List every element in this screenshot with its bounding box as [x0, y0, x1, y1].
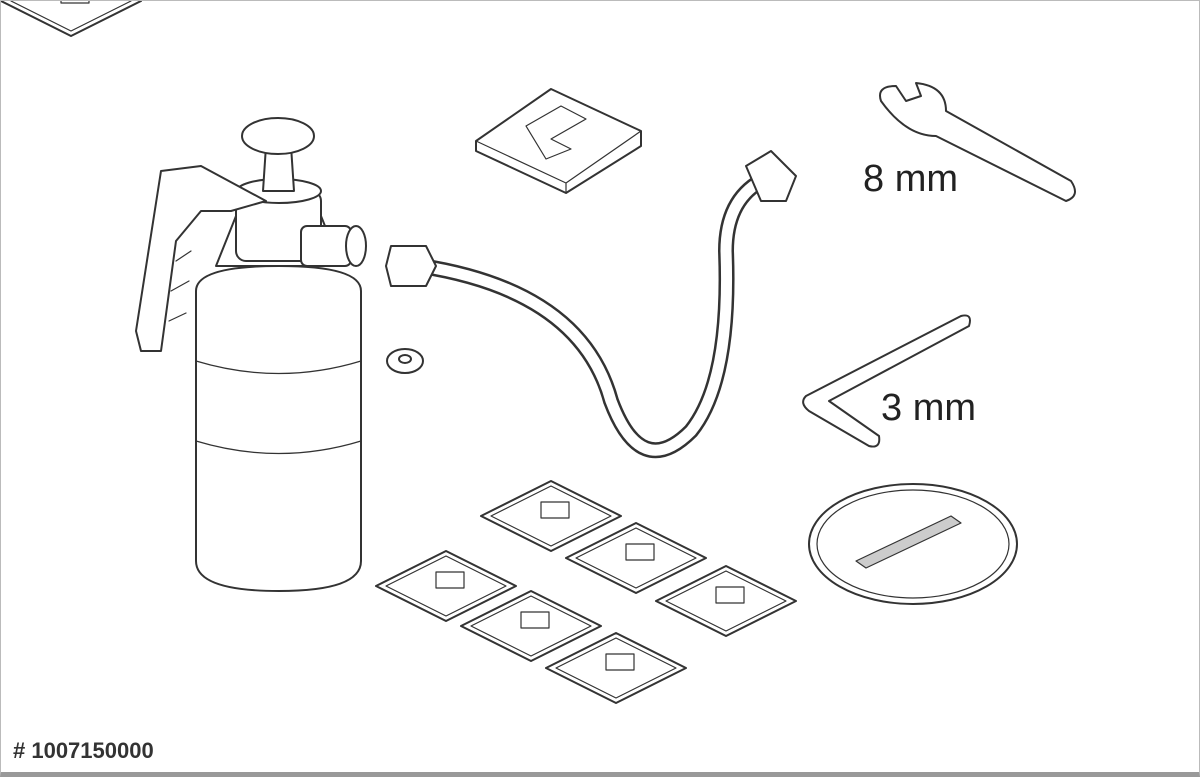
hex-key	[802, 314, 971, 448]
open-end-wrench	[879, 82, 1076, 202]
hose	[385, 150, 797, 459]
u-plate	[475, 88, 642, 194]
wrench-size-label: 8 mm	[863, 158, 958, 200]
adhesive-disc	[808, 483, 1018, 605]
seal-ring	[386, 348, 424, 374]
article-number: # 1007150000	[13, 738, 154, 763]
cleaning-wipes	[1, 1, 797, 704]
pressure-sprayer	[135, 117, 367, 592]
hex-key-size-label: 3 mm	[881, 387, 976, 429]
